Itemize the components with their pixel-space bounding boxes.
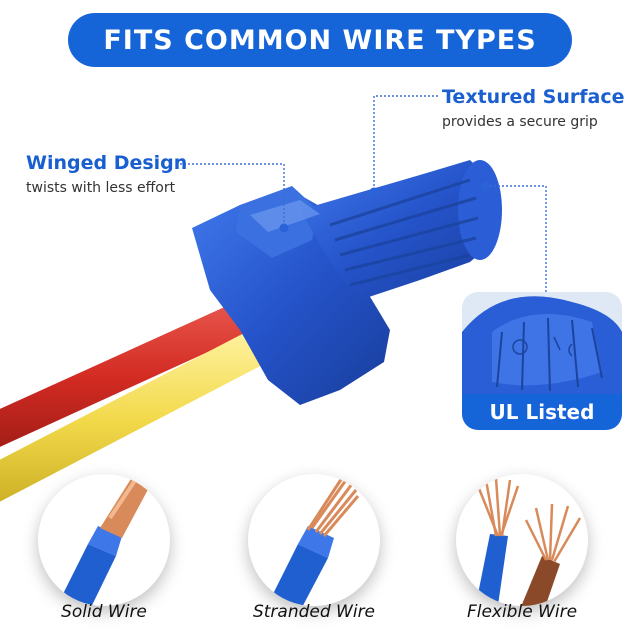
ul-listed-card: UL Listed — [462, 292, 622, 430]
solid-wire-label: Solid Wire — [61, 602, 147, 622]
callout-leaders — [180, 95, 547, 292]
stranded-wire-label: Stranded Wire — [252, 602, 376, 622]
winged-design-title: Winged Design — [26, 152, 188, 174]
flexible-wire-photo — [456, 474, 588, 606]
flexible-wire-label: Flexible Wire — [466, 602, 578, 622]
connector-body — [192, 160, 502, 405]
stranded-wire-icon — [267, 477, 360, 606]
winged-marker-icon — [279, 223, 289, 233]
yellow-wire — [0, 330, 268, 502]
stranded-wire-photo — [248, 474, 380, 606]
flexible-wire-icon — [475, 477, 582, 606]
connector-cap-closeup-icon — [462, 296, 622, 402]
solid-wire-photo — [38, 474, 170, 606]
ul-listed-label: UL Listed — [462, 394, 622, 430]
cap-marker-icon — [481, 181, 491, 191]
solid-wire-icon — [57, 474, 152, 606]
red-wire — [0, 300, 256, 447]
headline-banner: FITS COMMON WIRE TYPES — [68, 13, 572, 67]
textured-surface-title: Textured Surface — [442, 86, 625, 108]
textured-surface-subtitle: provides a secure grip — [442, 114, 598, 130]
winged-design-subtitle: twists with less effort — [26, 180, 176, 196]
textured-marker-icon — [369, 187, 379, 197]
